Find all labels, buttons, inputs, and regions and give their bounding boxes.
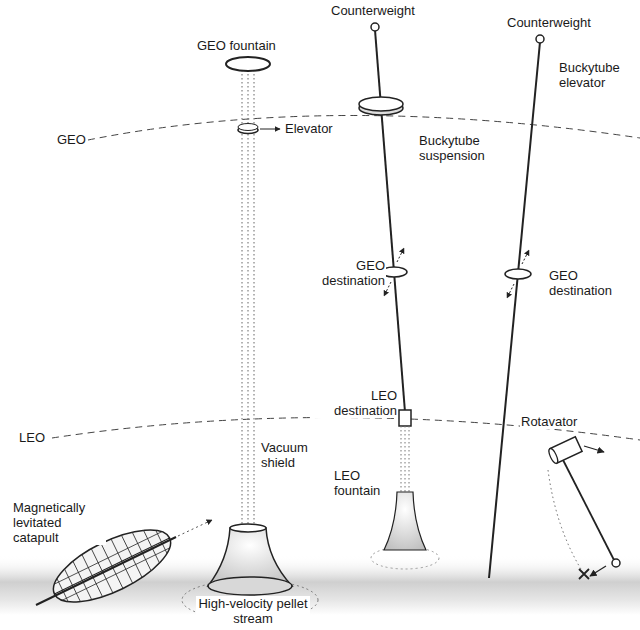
- rotavator-label: Rotavator: [520, 414, 578, 429]
- orbit-label: GEO: [56, 132, 87, 147]
- fountain-label: LEO fountain: [333, 468, 393, 498]
- destination-label: GEO destination: [300, 258, 386, 288]
- destination-label: GEO destination: [548, 268, 634, 298]
- counterweight-label: Counterweight: [330, 3, 416, 18]
- pellet-stream-label: High-velocity pellet stream: [196, 596, 310, 626]
- fountain-label: GEO fountain: [196, 38, 277, 53]
- rotavator: [547, 437, 620, 579]
- elevator-label: Elevator: [284, 121, 334, 136]
- counterweight-label: Counterweight: [506, 15, 592, 30]
- shield-label: Vacuum shield: [260, 440, 326, 470]
- destination-label: LEO destination: [312, 388, 398, 418]
- elevator-label: Buckytube elevator: [558, 60, 636, 90]
- geo-orbit: [88, 115, 640, 140]
- buckytube-elevator: [489, 35, 544, 578]
- orbit-label: LEO: [18, 430, 46, 445]
- catapult-label: Magnetically levitated catapult: [12, 500, 106, 545]
- suspension-label: Buckytube suspension: [418, 133, 500, 163]
